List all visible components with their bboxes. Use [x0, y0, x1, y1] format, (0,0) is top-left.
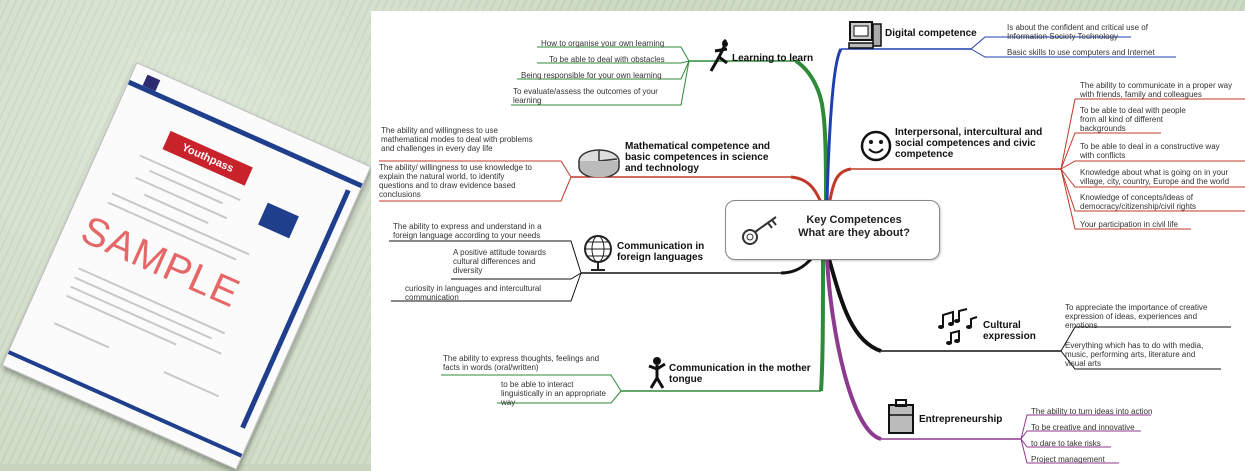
learning-item-2: To be able to deal with obstacles [549, 55, 665, 64]
branch-lines [379, 36, 1245, 464]
digital-item-2: Basic skills to use computers and Intern… [1007, 48, 1155, 57]
center-node: Key Competences What are they about? [725, 200, 940, 260]
learning-item-1: How to organise your own learning [541, 39, 665, 48]
briefcase-icon [888, 399, 914, 434]
interpersonal-item-4: Knowledge about what is going on in your… [1080, 168, 1230, 186]
youthpass-label: Youthpass [162, 130, 253, 186]
globe-icon [584, 235, 612, 271]
smiley-face-icon [860, 130, 892, 162]
foreign-title: Communication in foreign languages [617, 241, 705, 263]
eu-flag-icon [258, 202, 299, 239]
entrepreneurship-item-1: The ability to turn ideas into action [1031, 407, 1153, 416]
computer-icon [848, 21, 882, 49]
text-line [163, 371, 220, 398]
center-title: Key Competences What are they about? [798, 214, 910, 239]
entrepreneurship-title: Entrepreneurship [919, 414, 1003, 425]
music-notes-icon [938, 308, 978, 345]
shouting-person-icon [648, 357, 666, 389]
text-line [143, 193, 209, 225]
mother-title: Communication in the mother tongue [669, 363, 811, 385]
digital-item-1: Is about the confident and critical use … [1007, 23, 1148, 41]
interpersonal-title: Interpersonal, intercultural and social … [895, 127, 1043, 160]
foreign-item-3: curiosity in languages and intercultural… [405, 284, 542, 302]
interpersonal-item-1: The ability to communicate in a proper w… [1080, 81, 1233, 99]
key-icon [742, 216, 777, 245]
text-line [53, 322, 110, 349]
interpersonal-item-3: To be able to deal in a constructive way… [1080, 142, 1220, 160]
math-title: Mathematical competence and basic compet… [625, 141, 771, 174]
entrepreneurship-item-3: to dare to take risks [1031, 439, 1101, 448]
cultural-item-2: Everything which has to do with media,mu… [1065, 341, 1204, 368]
math-item-2: The ability/ willingness to use knowledg… [379, 163, 532, 199]
entrepreneurship-item-2: To be creative and innovative [1031, 423, 1135, 432]
foreign-item-1: The ability to express and understand in… [393, 222, 542, 240]
cultural-title: Cultural expression [983, 320, 1036, 342]
learning-item-3: Being responsible for your own learning [521, 71, 662, 80]
cultural-item-1: To appreciate the importance of creative… [1065, 303, 1208, 330]
learning-branch-curve [794, 59, 828, 202]
mind-map-panel: Key Competences What are they about? Lea… [371, 11, 1245, 471]
pie-chart-icon [578, 149, 620, 177]
entrepreneurship-item-4: Project management [1031, 455, 1105, 464]
interpersonal-item-6: Your participation in civil life [1080, 220, 1178, 229]
learning-title: Learning to learn [732, 53, 814, 64]
climber-icon [709, 39, 728, 72]
digital-title: Digital competence [885, 28, 977, 39]
mother-branch-curve [819, 258, 825, 392]
mother-item-1: The ability to express thoughts, feeling… [443, 354, 600, 372]
